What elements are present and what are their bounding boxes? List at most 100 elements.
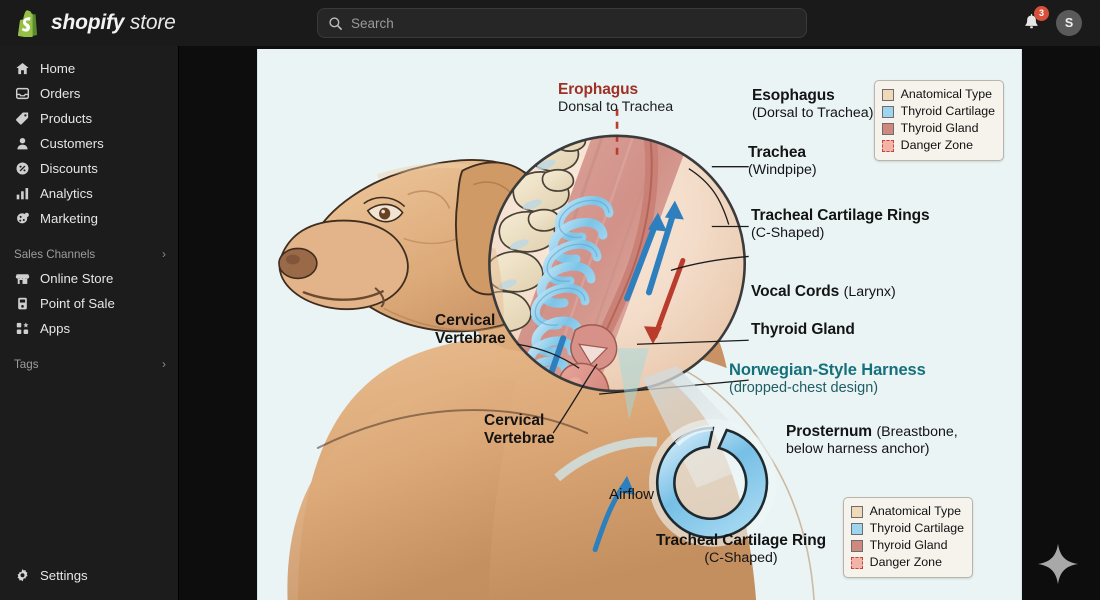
label-trachea-title: Trachea — [748, 144, 806, 161]
sidebar-footer: Settings — [0, 563, 178, 600]
sidebar-label-analytics: Analytics — [40, 186, 93, 201]
sidebar-spacer — [0, 376, 178, 563]
person-icon — [14, 136, 30, 152]
sidebar-item-settings[interactable]: Settings — [0, 563, 178, 588]
bar-chart-icon — [14, 186, 30, 202]
zoom-cone-teal — [617, 348, 649, 421]
inset-airflow-arrow — [592, 475, 636, 553]
brand-name-light: store — [129, 11, 176, 34]
sidebar-item-orders[interactable]: Orders — [0, 81, 178, 106]
label-tracheal-rings-title: Tracheal Cartilage Rings — [751, 207, 930, 224]
label-esophagus: Esophagus (Dorsal to Trachea) — [752, 87, 873, 121]
sidebar-label-orders: Orders — [40, 86, 81, 101]
label-esophagus-callout-sub: Donsal to Trachea — [558, 99, 674, 115]
sidebar-divider-1 — [0, 231, 178, 242]
sidebar-section-tags[interactable]: Tags › — [0, 352, 178, 376]
search-input[interactable] — [351, 15, 796, 31]
label-ring-inset: Tracheal Cartilage Ring (C-Shaped) — [656, 532, 826, 566]
label-prosternum: Prosternum (Breastbone, below harness an… — [786, 423, 958, 457]
search-area — [317, 8, 807, 38]
label-norwegian-harness-sub: (dropped-chest design) — [729, 380, 879, 396]
search-icon — [329, 16, 342, 30]
legend-row-thyroid-gland: Thyroid Gland — [881, 120, 995, 137]
bell-icon — [1024, 14, 1038, 29]
figure-canvas: Erophagus Donsal to Trachea Esophagus (D… — [257, 49, 1022, 600]
label-trachea: Trachea (Windpipe) — [748, 144, 817, 178]
search-box[interactable] — [317, 8, 807, 38]
tracheal-cartilage-ring-inset — [648, 419, 777, 547]
label-cervical-vertebrae-upper: Cervical Vertebrae — [435, 312, 506, 348]
legend-label-thyroid-cartilage-2: Thyroid Cartilage — [869, 521, 964, 535]
brand-name: shopify store — [51, 11, 176, 35]
top-bar: shopify store 3 S — [0, 0, 1100, 46]
label-thyroid-gland: Thyroid Gland — [751, 321, 855, 339]
label-cervical-vertebrae-upper-line2: Vertebrae — [435, 330, 506, 347]
apps-grid-icon — [14, 321, 30, 337]
legend-swatch-thyroid-gland-2 — [850, 539, 863, 552]
label-vocal-cords: Vocal Cords (Larynx) — [751, 283, 896, 301]
label-esophagus-callout: Erophagus Donsal to Trachea — [558, 81, 673, 115]
legend-swatch-danger-zone — [881, 139, 894, 152]
app-body: Home Orders Products Customers — [0, 46, 1100, 600]
tag-icon — [14, 111, 30, 127]
legend-row-thyroid-cartilage-2: Thyroid Cartilage — [850, 520, 964, 537]
magnified-neck-detail — [488, 108, 747, 393]
legend-label-danger-zone-2: Danger Zone — [869, 555, 942, 569]
sidebar-item-discounts[interactable]: Discounts — [0, 156, 178, 181]
sidebar-item-marketing[interactable]: Marketing — [0, 206, 178, 231]
legend-swatch-anatomical-type-2 — [850, 505, 863, 518]
label-esophagus-sub: (Dorsal to Trachea) — [752, 105, 874, 121]
label-vocal-cords-title: Vocal Cords — [751, 283, 840, 300]
label-cervical-vertebrae-upper-line1: Cervical — [435, 312, 496, 329]
notifications-button[interactable]: 3 — [1018, 6, 1049, 36]
sidebar-item-online-store[interactable]: Online Store — [0, 266, 178, 291]
legend-label-thyroid-cartilage: Thyroid Cartilage — [900, 104, 995, 118]
label-prosternum-title: Prosternum — [786, 423, 872, 440]
label-esophagus-title: Esophagus — [752, 87, 835, 104]
sidebar-label-customers: Customers — [40, 136, 104, 151]
sidebar-section-sales-channels[interactable]: Sales Channels › — [0, 242, 178, 266]
shopify-bag-icon — [18, 9, 38, 37]
legend-swatch-anatomical-type — [881, 88, 894, 101]
sidebar-divider-2 — [0, 341, 178, 352]
label-prosternum-sub-line2: below harness anchor) — [786, 441, 930, 457]
legend-swatch-thyroid-cartilage — [881, 105, 894, 118]
legend-label-anatomical-type-2: Anatomical Type — [869, 504, 962, 518]
sidebar-label-marketing: Marketing — [40, 211, 98, 226]
sidebar-item-analytics[interactable]: Analytics — [0, 181, 178, 206]
legend-label-thyroid-gland: Thyroid Gland — [900, 121, 979, 135]
legend-top: Anatomical Type Thyroid Cartilage Thyroi… — [873, 80, 1004, 161]
home-icon — [14, 61, 30, 77]
sidebar-item-customers[interactable]: Customers — [0, 131, 178, 156]
sidebar-label-online-store: Online Store — [40, 271, 114, 286]
brand-logo-area[interactable]: shopify store — [16, 9, 281, 37]
label-ring-inset-title: Tracheal Cartilage Ring — [656, 532, 826, 549]
orders-inbox-icon — [14, 86, 30, 102]
label-tracheal-rings-sub: (C-Shaped) — [751, 225, 825, 241]
legend-swatch-danger-zone-2 — [850, 556, 863, 569]
sidebar-item-point-of-sale[interactable]: Point of Sale — [0, 291, 178, 316]
harness-strap — [554, 437, 658, 482]
sidebar-item-home[interactable]: Home — [0, 56, 178, 81]
legend-swatch-thyroid-cartilage-2 — [850, 522, 863, 535]
sidebar-item-apps[interactable]: Apps — [0, 316, 178, 341]
brand-name-bold: shopify — [51, 11, 125, 34]
label-airflow-text: Airflow — [609, 486, 655, 503]
legend-label-danger-zone: Danger Zone — [900, 138, 973, 152]
label-norwegian-harness: Norwegian-Style Harness (dropped-chest d… — [729, 361, 926, 396]
gear-icon — [14, 568, 30, 584]
account-avatar[interactable]: S — [1056, 10, 1082, 36]
ai-assistant-button[interactable] — [1034, 540, 1082, 588]
legend-swatch-thyroid-gland — [881, 122, 894, 135]
label-cervical-vertebrae-lower: Cervical Vertebrae — [484, 412, 555, 448]
sidebar-item-products[interactable]: Products — [0, 106, 178, 131]
pos-terminal-icon — [14, 296, 30, 312]
legend-row-anatomical-type-2: Anatomical Type — [850, 503, 964, 520]
storefront-icon — [14, 271, 30, 287]
main-content: Erophagus Donsal to Trachea Esophagus (D… — [179, 46, 1100, 600]
sidebar-label-discounts: Discounts — [40, 161, 98, 176]
megaphone-icon — [14, 211, 30, 227]
label-ring-inset-sub: (C-Shaped) — [704, 550, 778, 566]
legend-row-danger-zone: Danger Zone — [881, 137, 995, 154]
cervical-vertebrae — [489, 135, 587, 373]
